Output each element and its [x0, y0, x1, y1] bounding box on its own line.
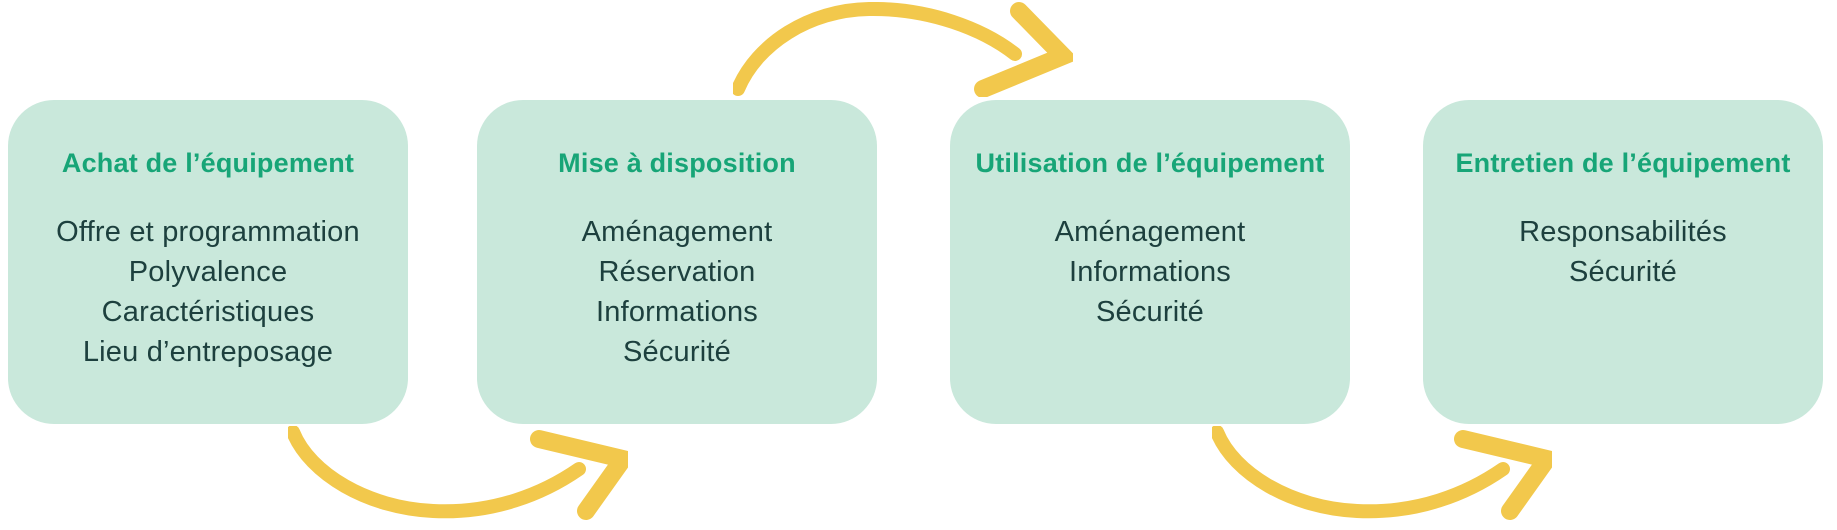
step-item: Offre et programmation — [56, 216, 360, 248]
step-item: Sécurité — [622, 336, 731, 368]
step-item-list: Aménagement Informations Sécurité — [1055, 212, 1246, 332]
step-item: Sécurité — [1095, 296, 1204, 328]
step-title: Mise à disposition — [558, 148, 796, 178]
step-item: Lieu d’entreposage — [82, 336, 334, 368]
step-item: Responsabilités — [1519, 216, 1727, 248]
curved-arrow-right-icon — [733, 2, 1073, 97]
step-item: Aménagement — [1054, 216, 1246, 248]
step-title: Entretien de l’équipement — [1455, 148, 1791, 178]
step-item: Informations — [596, 296, 758, 328]
step-item: Caractéristiques — [101, 296, 315, 328]
step-item: Aménagement — [581, 216, 773, 248]
step-item: Informations — [1069, 256, 1231, 288]
step-item: Polyvalence — [128, 256, 288, 288]
step-card-utilisation: Utilisation de l’équipement Aménagement … — [950, 100, 1350, 424]
curved-arrow-right-icon — [1212, 426, 1552, 520]
step-item-list: Aménagement Réservation Informations Séc… — [582, 212, 773, 372]
arrow-step3-to-step4 — [1212, 426, 1552, 521]
arrow-step1-to-step2 — [288, 426, 628, 521]
step-item-list: Offre et programmation Polyvalence Carac… — [56, 212, 360, 372]
step-item: Sécurité — [1568, 256, 1677, 288]
arrow-step2-to-step3 — [733, 2, 1073, 97]
step-title: Achat de l’équipement — [61, 148, 355, 178]
step-item-list: Responsabilités Sécurité — [1519, 212, 1727, 292]
step-title: Utilisation de l’équipement — [975, 148, 1325, 178]
curved-arrow-right-icon — [288, 426, 628, 520]
step-card-achat: Achat de l’équipement Offre et programma… — [8, 100, 408, 424]
step-card-entretien: Entretien de l’équipement Responsabilité… — [1423, 100, 1823, 424]
step-card-mise-a-disposition: Mise à disposition Aménagement Réservati… — [477, 100, 877, 424]
step-item: Réservation — [598, 256, 756, 288]
